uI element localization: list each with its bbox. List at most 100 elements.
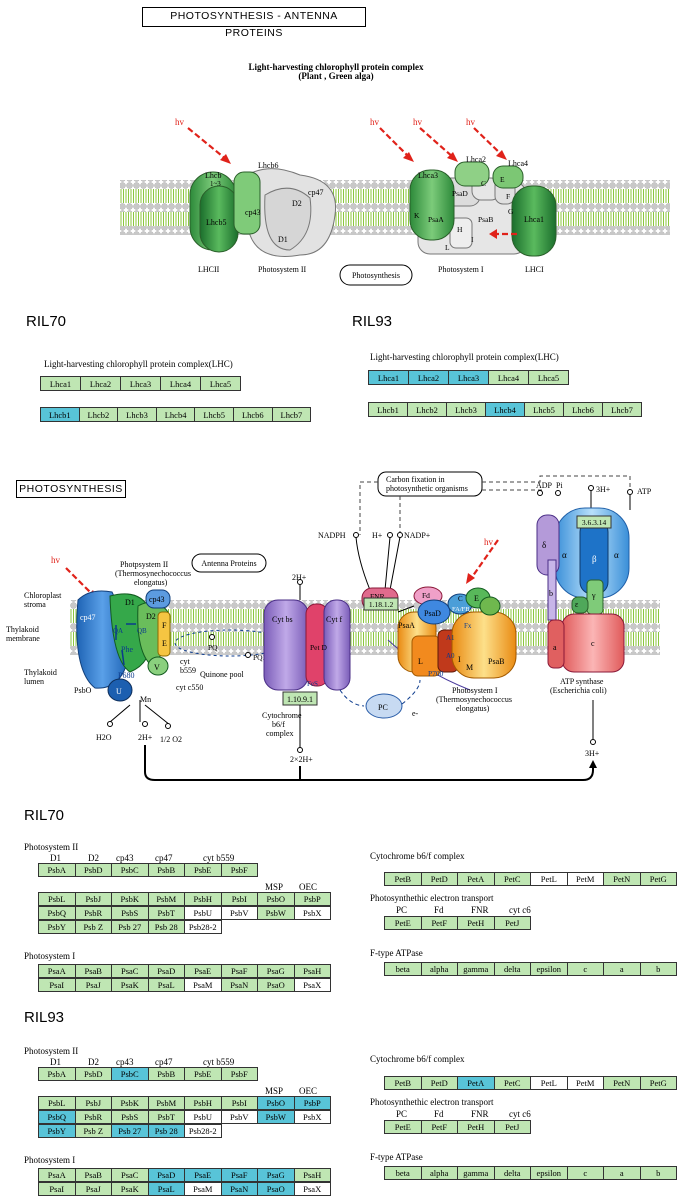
gene-box-psai[interactable]: PsaI xyxy=(38,978,76,992)
gene-box-psbm[interactable]: PsbM xyxy=(147,1096,185,1110)
gene-box-peth[interactable]: PetH xyxy=(457,1120,495,1134)
gene-box-petg[interactable]: PetG xyxy=(639,1076,677,1090)
gene-box-petn[interactable]: PetN xyxy=(603,1076,641,1090)
gene-box-psao[interactable]: PsaO xyxy=(257,978,295,992)
gene-box-psbu[interactable]: PsbU xyxy=(184,906,222,920)
gene-box-psbt[interactable]: PsbT xyxy=(147,1110,185,1124)
gene-box-psak[interactable]: PsaK xyxy=(111,978,149,992)
gene-box-psbq[interactable]: PsbQ xyxy=(38,906,76,920)
gene-box-psbw[interactable]: PsbW xyxy=(257,1110,295,1124)
gene-box-psb28[interactable]: Psb 28 xyxy=(147,1124,185,1138)
gene-box-psaf[interactable]: PsaF xyxy=(220,964,258,978)
gene-box-psb28[interactable]: Psb 28 xyxy=(147,920,185,934)
gene-box-lhcb4[interactable]: Lhcb4 xyxy=(155,407,196,422)
gene-box-psbb[interactable]: PsbB xyxy=(147,1067,185,1081)
gene-box-psah[interactable]: PsaH xyxy=(293,964,331,978)
gene-box-psal[interactable]: PsaL xyxy=(147,1182,185,1196)
gene-box-petm[interactable]: PetM xyxy=(566,872,604,886)
gene-box-petb[interactable]: PetB xyxy=(384,872,422,886)
gene-box-psbj[interactable]: PsbJ xyxy=(74,892,112,906)
gene-box-psad[interactable]: PsaD xyxy=(147,1168,185,1182)
gene-box-delta[interactable]: delta xyxy=(493,1166,531,1180)
gene-box-psb27[interactable]: Psb 27 xyxy=(111,1124,149,1138)
gene-box-a[interactable]: a xyxy=(603,962,641,976)
gene-box-pete[interactable]: PetE xyxy=(384,916,422,930)
carbon-fixation-link[interactable]: Carbon fixation in xyxy=(386,475,445,484)
gene-box-psba[interactable]: PsbA xyxy=(38,1067,76,1081)
gene-box-psag[interactable]: PsaG xyxy=(257,1168,295,1182)
gene-box-petf[interactable]: PetF xyxy=(420,916,458,930)
gene-box-psbp[interactable]: PsbP xyxy=(293,892,331,906)
gene-box-lhca1[interactable]: Lhca1 xyxy=(40,376,81,391)
gene-box-petl[interactable]: PetL xyxy=(530,1076,568,1090)
gene-box-psbf[interactable]: PsbF xyxy=(220,1067,258,1081)
gene-box-psbz[interactable]: Psb Z xyxy=(74,1124,112,1138)
gene-box-a[interactable]: a xyxy=(603,1166,641,1180)
gene-box-beta[interactable]: beta xyxy=(384,962,422,976)
gene-box-psbv[interactable]: PsbV xyxy=(220,906,258,920)
gene-box-lhca4[interactable]: Lhca4 xyxy=(160,376,201,391)
gene-box-psah[interactable]: PsaH xyxy=(293,1168,331,1182)
gene-box-psby[interactable]: PsbY xyxy=(38,1124,76,1138)
gene-box-psbc[interactable]: PsbC xyxy=(111,863,149,877)
gene-box-psbk[interactable]: PsbK xyxy=(111,1096,149,1110)
gene-box-psbo[interactable]: PsbO xyxy=(257,1096,295,1110)
gene-box-c[interactable]: c xyxy=(566,1166,604,1180)
gene-box-psbi[interactable]: PsbI xyxy=(220,1096,258,1110)
ec-1-18-1-2[interactable]: 1.18.1.2 xyxy=(369,600,394,609)
gene-box-epsilon[interactable]: epsilon xyxy=(530,962,568,976)
gene-box-petm[interactable]: PetM xyxy=(566,1076,604,1090)
gene-box-peta[interactable]: PetA xyxy=(457,1076,495,1090)
gene-box-psan[interactable]: PsaN xyxy=(220,1182,258,1196)
gene-box-psbl[interactable]: PsbL xyxy=(38,892,76,906)
gene-box-alpha[interactable]: alpha xyxy=(420,1166,458,1180)
gene-box-psb27[interactable]: Psb 27 xyxy=(111,920,149,934)
gene-box-psag[interactable]: PsaG xyxy=(257,964,295,978)
gene-box-alpha[interactable]: alpha xyxy=(420,962,458,976)
antenna-proteins-link[interactable]: Antenna Proteins xyxy=(201,559,256,568)
gene-box-lhca5[interactable]: Lhca5 xyxy=(528,370,569,385)
gene-box-psbx[interactable]: PsbX xyxy=(293,906,331,920)
gene-box-psab[interactable]: PsaB xyxy=(74,964,112,978)
photosynthesis-map-title[interactable]: PHOTOSYNTHESIS xyxy=(16,480,126,498)
gene-box-psbr[interactable]: PsbR xyxy=(74,1110,112,1124)
gene-box-psal[interactable]: PsaL xyxy=(147,978,185,992)
gene-box-psb28-2[interactable]: Psb28-2 xyxy=(184,920,222,934)
gene-box-lhcb2[interactable]: Lhcb2 xyxy=(78,407,119,422)
gene-box-psaj[interactable]: PsaJ xyxy=(74,1182,112,1196)
gene-box-petc[interactable]: PetC xyxy=(493,1076,531,1090)
gene-box-psbc[interactable]: PsbC xyxy=(111,1067,149,1081)
gene-box-lhcb1[interactable]: Lhcb1 xyxy=(368,402,408,417)
gene-box-psbr[interactable]: PsbR xyxy=(74,906,112,920)
gene-box-psbq[interactable]: PsbQ xyxy=(38,1110,76,1124)
gene-box-lhca5[interactable]: Lhca5 xyxy=(200,376,241,391)
gene-box-lhca3[interactable]: Lhca3 xyxy=(120,376,161,391)
gene-box-psaf[interactable]: PsaF xyxy=(220,1168,258,1182)
gene-box-psbv[interactable]: PsbV xyxy=(220,1110,258,1124)
gene-box-psbe[interactable]: PsbE xyxy=(184,1067,222,1081)
gene-box-psam[interactable]: PsaM xyxy=(184,978,222,992)
gene-box-psbo[interactable]: PsbO xyxy=(257,892,295,906)
gene-box-psax[interactable]: PsaX xyxy=(293,978,331,992)
gene-box-psac[interactable]: PsaC xyxy=(111,1168,149,1182)
gene-box-psbs[interactable]: PsbS xyxy=(111,906,149,920)
gene-box-gamma[interactable]: gamma xyxy=(457,962,495,976)
gene-box-lhcb7[interactable]: Lhcb7 xyxy=(602,402,642,417)
gene-box-psax[interactable]: PsaX xyxy=(293,1182,331,1196)
gene-box-psbd[interactable]: PsbD xyxy=(74,863,112,877)
gene-box-psbs[interactable]: PsbS xyxy=(111,1110,149,1124)
gene-box-psad[interactable]: PsaD xyxy=(147,964,185,978)
gene-box-b[interactable]: b xyxy=(639,962,677,976)
ec-1-10-9-1[interactable]: 1.10.9.1 xyxy=(287,695,313,704)
gene-box-psao[interactable]: PsaO xyxy=(257,1182,295,1196)
gene-box-peth[interactable]: PetH xyxy=(457,916,495,930)
gene-box-petb[interactable]: PetB xyxy=(384,1076,422,1090)
gene-box-psbp[interactable]: PsbP xyxy=(293,1096,331,1110)
gene-box-psaa[interactable]: PsaA xyxy=(38,1168,76,1182)
gene-box-petj[interactable]: PetJ xyxy=(493,916,531,930)
gene-box-psae[interactable]: PsaE xyxy=(184,1168,222,1182)
gene-box-psbi[interactable]: PsbI xyxy=(220,892,258,906)
gene-box-peta[interactable]: PetA xyxy=(457,872,495,886)
carbon-fixation-link-2[interactable]: photosynthetic organisms xyxy=(386,484,468,493)
gene-box-pete[interactable]: PetE xyxy=(384,1120,422,1134)
